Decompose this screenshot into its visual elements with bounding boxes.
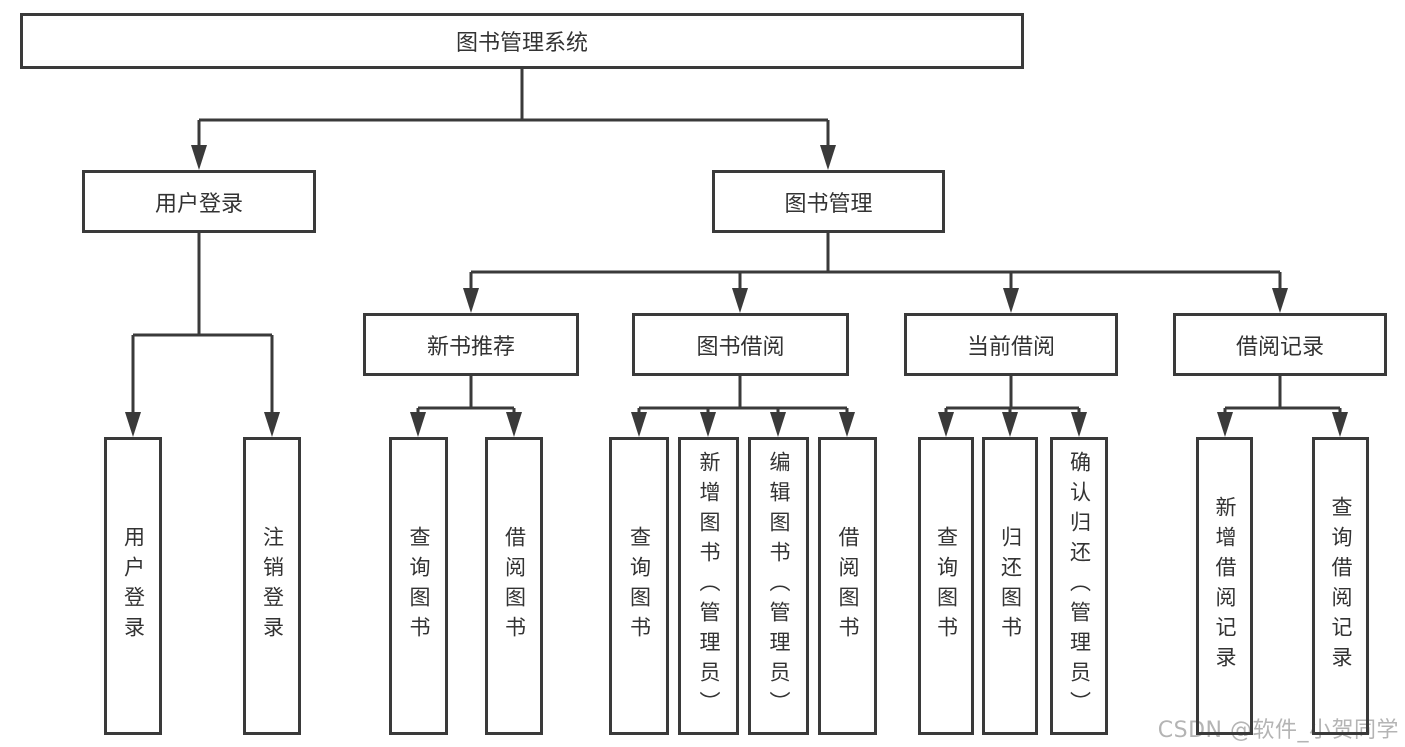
node-label: 查询图书	[407, 526, 431, 646]
watermark: CSDN @软件_小贺同学	[1157, 718, 1399, 743]
node-label: 归还图书	[998, 526, 1023, 646]
node-label: 用户登录	[121, 526, 146, 646]
node-label: 图书管理	[784, 191, 873, 217]
node-book-management: 图书管理	[712, 170, 945, 233]
leaf-recommend-query-books: 查询图书	[389, 437, 448, 735]
node-label: 图书借阅	[696, 334, 785, 360]
node-label: 新增借阅记录	[1213, 496, 1237, 676]
node-label: 借阅图书	[836, 526, 860, 646]
leaf-records-add-record: 新增借阅记录	[1196, 437, 1253, 735]
node-library-system: 图书管理系统	[20, 13, 1024, 69]
node-label: 新增图书（管理员）	[697, 451, 721, 721]
leaf-current-confirm-return-admin: 确认归还（管理员）	[1050, 437, 1108, 735]
node-label: 编辑图书（管理员）	[767, 451, 791, 721]
leaf-borrow-query-books: 查询图书	[609, 437, 669, 735]
node-current-borrow: 当前借阅	[904, 313, 1118, 376]
leaf-records-query-record: 查询借阅记录	[1312, 437, 1369, 735]
node-label: 查询借阅记录	[1329, 496, 1353, 676]
node-new-book-recommend: 新书推荐	[363, 313, 579, 376]
node-book-borrow: 图书借阅	[632, 313, 849, 376]
node-borrow-records: 借阅记录	[1173, 313, 1387, 376]
node-label: 借阅图书	[502, 526, 527, 646]
node-label: 用户登录	[154, 191, 243, 217]
leaf-borrow-edit-books-admin: 编辑图书（管理员）	[748, 437, 809, 735]
leaf-logout: 注销登录	[243, 437, 301, 735]
node-label: 图书管理系统	[455, 31, 588, 56]
node-label: 确认归还（管理员）	[1067, 451, 1092, 721]
node-label: 当前借阅	[966, 334, 1055, 360]
node-label: 注销登录	[260, 526, 285, 646]
leaf-borrow-add-books-admin: 新增图书（管理员）	[678, 437, 739, 735]
node-user-login: 用户登录	[82, 170, 316, 233]
node-label: 借阅记录	[1235, 334, 1324, 360]
leaf-current-query-books: 查询图书	[918, 437, 974, 735]
leaf-current-return-books: 归还图书	[982, 437, 1038, 735]
node-label: 新书推荐	[426, 334, 515, 360]
node-label: 查询图书	[934, 526, 959, 646]
leaf-recommend-borrow-books: 借阅图书	[485, 437, 543, 735]
leaf-borrow-borrow-books: 借阅图书	[818, 437, 877, 735]
node-label: 查询图书	[627, 526, 652, 646]
leaf-user-login: 用户登录	[104, 437, 162, 735]
